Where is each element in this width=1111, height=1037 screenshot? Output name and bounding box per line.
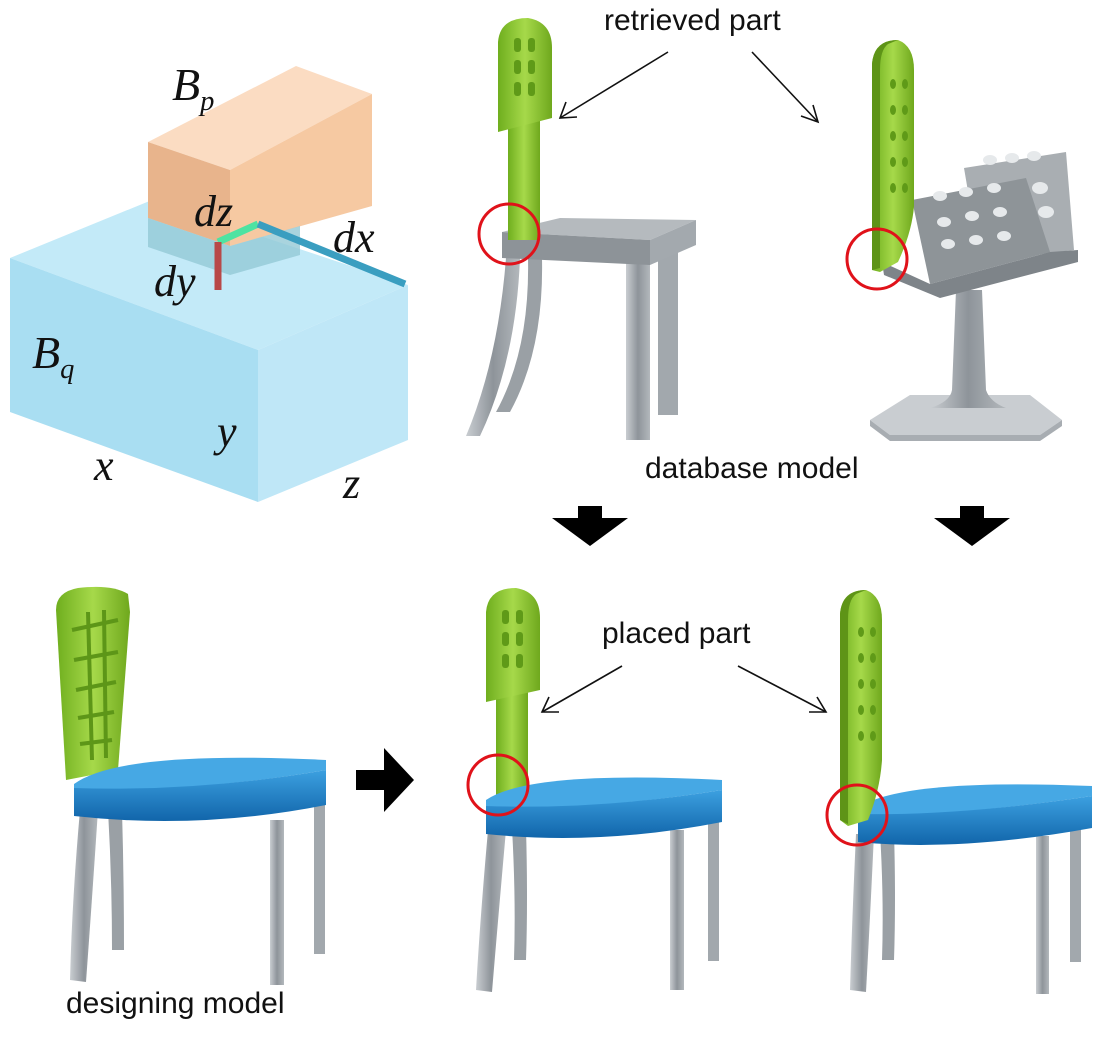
placed1-back-stem [496, 690, 528, 800]
axis-x-label: x [94, 441, 114, 490]
placed1-seat-top [486, 777, 722, 809]
placed1-back-head [486, 588, 540, 702]
axis-z-label: z [343, 459, 361, 508]
bounding-box-diagram [10, 66, 408, 502]
box-bq-side [258, 285, 408, 502]
box-bp-side [230, 94, 372, 246]
axis-y-label: y [217, 407, 237, 456]
dy-label: dy [154, 257, 196, 306]
box-bp-front [148, 142, 230, 246]
design-chair-back-leg2 [108, 810, 124, 950]
chair2-shell-bottom [882, 250, 1078, 298]
database-model-label: database model [645, 452, 859, 485]
dx-label: dx [333, 213, 375, 262]
placed2-back-leg [850, 834, 874, 992]
pointer-arrows [540, 51, 828, 713]
placed-chair-2 [840, 590, 1092, 994]
placed-chair-1 [476, 588, 722, 992]
placed2-back-edge [840, 590, 866, 824]
chair1-front-leg [626, 262, 650, 440]
block-arrows [356, 506, 1010, 812]
chair1-back-leg [466, 258, 520, 436]
placed-part-label: placed part [602, 617, 751, 650]
chair2-back-holes [890, 79, 908, 193]
chair2-shell-holes [933, 151, 1054, 249]
dz-segment [216, 220, 260, 246]
placed2-back-holes [858, 627, 876, 741]
design-chair-seat-top [74, 757, 326, 791]
placed1-front-leg2 [708, 806, 719, 961]
bp-label: Bp [172, 59, 215, 117]
placed1-seat-body [486, 790, 722, 838]
design-chair-back-leg [70, 810, 98, 982]
placed-arrow-right [737, 665, 827, 713]
bq-label: Bq [32, 327, 75, 385]
chair1-back-holes [514, 38, 535, 96]
annotation-circle-icon [825, 783, 889, 847]
annotation-circles [466, 202, 909, 847]
placed1-back-leg2 [512, 828, 527, 960]
designing-model-label: designing model [66, 987, 285, 1020]
database-chair-1 [466, 18, 696, 440]
chair1-seat-top [502, 218, 696, 240]
down-arrow-icon [552, 506, 628, 546]
box-bq-top [10, 200, 408, 350]
dx-segment [256, 220, 407, 288]
annotation-circle-icon [466, 753, 530, 817]
placed1-back-leg [476, 830, 506, 992]
design-chair-back [56, 586, 130, 780]
box-bq-front [10, 258, 258, 502]
box-overlap [148, 218, 300, 275]
design-chair-front-leg2 [314, 796, 325, 954]
annotation-circle-icon [477, 202, 541, 266]
placed1-front-leg [670, 830, 684, 990]
retrieved-arrow-left [559, 51, 669, 119]
placed2-front-leg [1036, 836, 1049, 994]
chair2-shell-side [912, 178, 1050, 284]
retrieved-arrow-right [751, 51, 819, 123]
chair2-back-part [872, 40, 914, 272]
right-arrow-icon [356, 748, 414, 812]
down-arrow-icon [934, 506, 1010, 546]
placed2-front-leg2 [1070, 812, 1081, 962]
dz-label: dz [194, 187, 234, 236]
chair1-front-leg2 [658, 250, 678, 415]
placed2-back-leg2 [880, 832, 895, 960]
placed-arrow-left [541, 665, 623, 713]
placed2-seat-body [858, 796, 1092, 845]
design-chair-back-slats [71, 609, 119, 761]
placed1-back-holes [502, 610, 523, 668]
chair2-back-edge [872, 40, 898, 270]
chair1-back-head [498, 18, 552, 132]
chair2-base-edge [870, 420, 1062, 441]
design-chair-seat-body [74, 770, 326, 822]
annotation-circle-icon [845, 227, 909, 291]
placed2-seat-top [858, 784, 1092, 816]
chair2-base [870, 395, 1062, 435]
database-chair-2 [870, 40, 1078, 441]
design-chair-front-leg [270, 820, 284, 985]
box-bp-top [148, 66, 372, 170]
designing-chair [56, 586, 326, 985]
chair1-seat-side [650, 220, 696, 265]
chair1-back-leg2 [496, 258, 543, 412]
retrieved-part-label: retrieved part [604, 4, 781, 37]
chair2-stem [930, 290, 1006, 408]
